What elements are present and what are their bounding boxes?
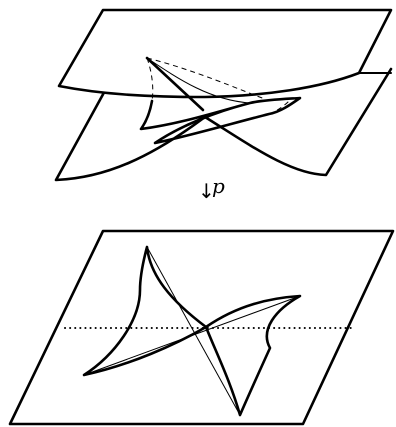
base-plane (8, 229, 395, 426)
hidden-edge-left (146, 57, 154, 102)
upper-sheet (57, 8, 393, 99)
projection-arrow: ↓ p (198, 174, 225, 203)
diagonal-2 (83, 295, 301, 376)
caustic-curve (82, 245, 302, 417)
swallowtail-front-edge (145, 56, 205, 112)
diagonal-1 (146, 246, 241, 416)
map-label: p (212, 174, 225, 198)
swallowtail-back-edge (146, 57, 251, 104)
base-parallelogram (8, 229, 395, 426)
swallowtail-cusp-edge (139, 96, 302, 145)
arrow-down-icon: ↓ (198, 179, 215, 203)
upper-surface (54, 8, 393, 182)
